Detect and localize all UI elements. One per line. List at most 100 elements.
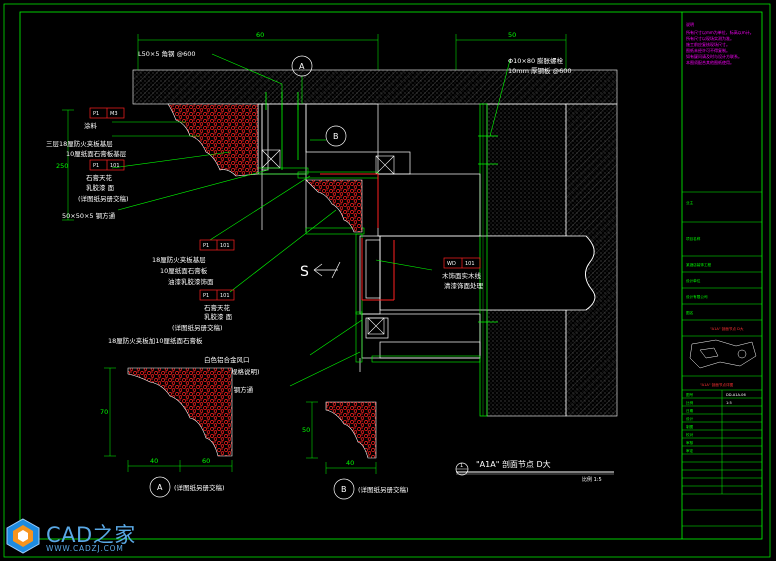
tb-field-review: 审核 <box>686 440 694 445</box>
note-left-3: 10厘纸面石膏板基层 <box>66 149 127 158</box>
key-plan <box>689 339 757 369</box>
tb-project-name: 某酒店装饰工程 <box>686 262 712 267</box>
top-dimensions <box>62 34 567 221</box>
note-line-4: 图纸未经许可不得复制。 <box>686 47 730 53</box>
notes-header: 说明 <box>686 21 694 27</box>
detail-b: 50 40 B (详图纸另册交稿) <box>302 401 409 500</box>
detail-b-label: B <box>341 485 347 494</box>
note-line-5: 如有疑问请及时与设计方联系。 <box>686 53 742 59</box>
note-steel-angle: L50×5 角钢 @600 <box>138 49 196 58</box>
tb-field-no: 图号 <box>686 392 694 397</box>
top-slab-hatch <box>133 70 617 104</box>
tag-101-e: 101 <box>465 261 475 267</box>
tag-p1-d: P1 <box>203 293 209 299</box>
note-left-6: (详图纸另册交稿) <box>78 194 129 203</box>
note-line-1: 所有尺寸以mm为单位，标高以m计。 <box>686 29 754 35</box>
outer-frame <box>3 3 771 558</box>
horizontal-beam <box>379 235 596 311</box>
tb-field-scale: 比例 <box>686 400 694 405</box>
detail-a: 70 40 60 A (详图纸另册交稿) <box>100 367 233 498</box>
logo-url: WWW.CADZJ.COM <box>46 544 124 553</box>
note-left-2: 三层18厘防火夹板基层 <box>46 139 113 148</box>
tag-p1-a: P1 <box>93 111 99 117</box>
note-right-1: 木饰面实木线 <box>442 271 482 280</box>
tb-field-owner: 业主 <box>686 200 694 205</box>
drawing-scale: 比例 1:5 <box>582 476 602 483</box>
drawing-number: 1 <box>460 463 463 469</box>
tag-m3: M3 <box>110 111 118 117</box>
section-label-b: B <box>333 132 339 141</box>
cad-home-logo-icon <box>6 518 40 554</box>
note-mid-7: 18厘防火夹板加10厘纸面石膏板 <box>108 336 203 345</box>
note-mid-3: 油漆乳胶漆饰面 <box>168 277 214 286</box>
detail-b-caption: (详图纸另册交稿) <box>358 485 409 494</box>
tag-p1-b: P1 <box>93 163 99 169</box>
section-circle-b <box>325 125 347 147</box>
dim-left: 250 <box>56 162 68 170</box>
tb-title-short: "A1A" 剖面节点 D大 <box>710 326 744 331</box>
tb-company: 设计有限公司 <box>686 294 708 299</box>
note-mid-2: 10厘纸面石膏板 <box>160 266 208 275</box>
tb-field-designer: 设计单位 <box>686 278 701 283</box>
tb-field-check: 校对 <box>686 432 694 437</box>
note-line-6: 本图须配合其他图纸使用。 <box>686 59 734 65</box>
tag-101-d: 101 <box>220 293 230 299</box>
section-mark-s: S <box>300 264 309 280</box>
steel-sections <box>261 149 395 335</box>
tb-field-draw: 制图 <box>686 424 694 429</box>
concrete-lower-block <box>486 309 567 417</box>
dim-top-right: 50 <box>508 31 516 39</box>
tb-field-design: 设计 <box>686 416 694 421</box>
dim-detail-a-w1: 40 <box>150 457 158 465</box>
tag-101-b: 101 <box>110 163 120 169</box>
note-left-1: 涂料 <box>84 121 98 130</box>
watermark-logo: CAD之家 WWW.CADZJ.COM <box>4 517 144 557</box>
note-line-2: 所有尺寸以现场实测为准。 <box>686 35 734 41</box>
note-bottom-1: 白色铝合金风口 <box>204 355 250 364</box>
drawing-title-text: "A1A" 剖面节点 D大 <box>476 459 551 469</box>
inner-frame <box>19 11 763 540</box>
tb-scale-value: 1:5 <box>726 401 732 405</box>
tb-drawing-no: DD-A1A-06 <box>726 393 746 397</box>
tb-field-date: 日期 <box>686 408 694 413</box>
cornice-profile-upper <box>167 103 259 177</box>
red-accents <box>320 173 395 301</box>
note-bolt: Φ10×80 膨胀螺栓 <box>508 56 564 65</box>
drawing-title: 1 "A1A" 剖面节点 D大 比例 1:5 <box>455 459 614 483</box>
tag-boxes <box>89 107 481 301</box>
note-left-7: 50×50×5 钢方通 <box>62 211 116 220</box>
tb-field-approve: 审定 <box>686 448 694 453</box>
concrete-column <box>486 103 567 237</box>
dim-detail-a-w2: 60 <box>202 457 210 465</box>
note-mid-1: 18厘防火夹板基层 <box>152 255 206 264</box>
dim-detail-b-w: 40 <box>346 459 354 467</box>
tb-field-title: 图名 <box>686 310 694 315</box>
section-circle-a <box>291 55 313 77</box>
cornice-profile-lower <box>305 179 363 233</box>
tag-wd: WD <box>447 261 456 267</box>
tag-p1-c: P1 <box>203 243 209 249</box>
note-mid-6: (详图纸另册交稿) <box>172 323 223 332</box>
tag-101-c: 101 <box>220 243 230 249</box>
title-block: 说明 所有尺寸以mm为单位，标高以m计。 所有尺寸以现场实测为准。 施工前应复核… <box>681 12 762 539</box>
tb-field-project: 项目名称 <box>686 236 701 241</box>
logo-wordmark: CAD之家 <box>46 523 136 547</box>
note-left-5: 乳胶漆 面 <box>86 183 115 192</box>
note-right-2: 清漆饰面处理 <box>444 281 484 290</box>
note-left-4: 石膏天花 <box>86 173 113 182</box>
detail-a-label: A <box>157 483 163 492</box>
note-mid-4: 石膏天花 <box>204 303 231 312</box>
beam-break-line <box>585 235 596 311</box>
dim-top-left: 60 <box>256 31 264 39</box>
leader-lines <box>111 53 511 387</box>
dim-detail-a-h: 70 <box>100 408 108 416</box>
note-steel-plate: 10mm 厚钢板 @600 <box>508 66 571 75</box>
section-label-a: A <box>299 62 305 71</box>
note-line-3: 施工前应复核现场尺寸。 <box>686 41 730 47</box>
anchor-bolts <box>265 92 498 323</box>
dim-detail-b-h: 50 <box>302 426 310 434</box>
tb-drawing-title: "A1A" 剖面节点详图 <box>700 382 734 387</box>
section-arrow <box>313 261 341 279</box>
detail-a-caption: (详图纸另册交稿) <box>174 483 225 492</box>
